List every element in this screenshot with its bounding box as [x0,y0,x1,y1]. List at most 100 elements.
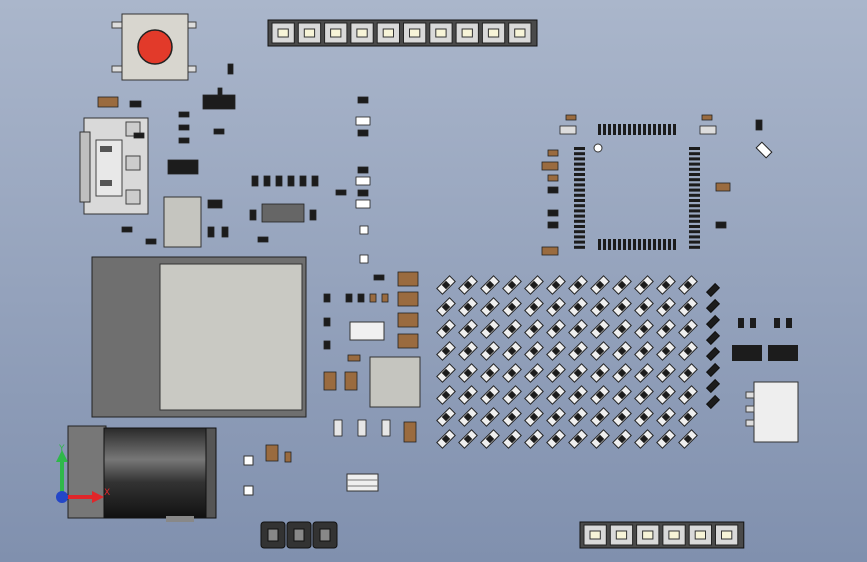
smd-part [397,333,419,349]
led [678,385,698,405]
axis-x-label: X [104,488,111,498]
mini-connector-socket [293,528,305,542]
led [634,385,654,405]
led [656,429,676,449]
led [524,429,544,449]
smd-part [249,209,257,221]
led [656,275,676,295]
smd-part [309,209,317,221]
header-pin-tip [487,28,500,38]
mini-connector-socket [267,528,279,542]
led [502,275,522,295]
pin-header-top [267,19,538,47]
led [678,297,698,317]
smd-part [701,114,713,121]
led [546,385,566,405]
mcu-pin [574,193,585,197]
led [590,429,610,449]
led [634,407,654,427]
header-pin-tip [382,28,395,38]
smd-part [357,129,369,137]
led [612,385,632,405]
smd-part [221,226,229,238]
smd-part [275,175,283,187]
led [458,429,478,449]
mcu-pin [689,183,700,187]
smd-part [565,114,577,121]
led [546,407,566,427]
led [612,319,632,339]
led [590,341,610,361]
mcu-pin [574,188,585,192]
header-pin-tip [642,530,654,540]
mcu-pin [574,183,585,187]
led [436,385,456,405]
diode [705,346,721,362]
smd-part [715,182,731,192]
mcu-pin [689,240,700,244]
led [458,319,478,339]
smd-part [257,236,269,243]
smd-part [559,125,577,135]
led [656,363,676,383]
led [502,429,522,449]
led [568,341,588,361]
smd-part-rotated [755,141,773,159]
smd-part [178,111,190,118]
smd-part [715,221,727,229]
mcu-pin [668,239,671,250]
led [458,385,478,405]
led [480,297,500,317]
diode [705,298,721,314]
led [458,275,478,295]
ic-block [163,196,202,248]
led [656,319,676,339]
led-matrix [436,275,721,449]
led [634,341,654,361]
mcu-pin [574,245,585,249]
mcu-pin [673,124,676,135]
mcu-pin [613,124,616,135]
mcu-pin [613,239,616,250]
smd-part [121,226,133,233]
led [436,407,456,427]
smd-part [335,189,347,196]
smd-part [357,189,369,197]
mcu-pin [689,245,700,249]
diode [705,330,721,346]
led [656,385,676,405]
led [436,275,456,295]
led [546,363,566,383]
header-pin-tip [330,28,342,38]
led [568,385,588,405]
smd-part [547,174,559,182]
mcu-pin [643,239,646,250]
led [612,407,632,427]
led [678,319,698,339]
smd-part [547,221,559,229]
mcu-pin [689,199,700,202]
led [634,275,654,295]
mini-connector [260,521,338,549]
diode [705,378,721,394]
led [546,297,566,317]
led [590,297,610,317]
smd-part [97,96,119,108]
smd-part [133,132,145,139]
led [524,297,544,317]
mcu-pin [648,239,651,250]
microcontroller [574,124,700,250]
led [502,407,522,427]
led [590,319,610,339]
header-pin-tip [721,530,733,540]
smd-part [381,419,391,437]
header-pin-tip [461,28,473,38]
mcu-pin [689,219,700,223]
smd-part [261,203,305,223]
mcu-pin [574,204,585,208]
smd-part [547,149,559,157]
smd-part [323,293,331,303]
led [502,341,522,361]
header-pin-tip [435,28,447,38]
smd-part [202,94,236,110]
